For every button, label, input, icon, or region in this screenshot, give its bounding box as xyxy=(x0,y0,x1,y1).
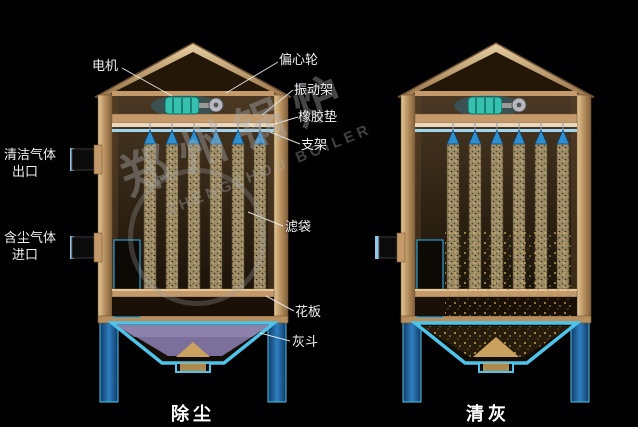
leader-line-rubber-pad xyxy=(267,116,299,127)
leader-line-tube-sheet xyxy=(265,295,295,312)
leader-line-motor xyxy=(121,67,173,97)
hopper-dust-mound xyxy=(176,342,210,357)
hopper-dust-mound xyxy=(473,337,519,357)
label-filter-bag: 滤袋 xyxy=(285,219,312,234)
label-rubber-pad: 橡胶垫 xyxy=(298,109,338,124)
label-vibration-frame: 振动架 xyxy=(294,82,334,97)
label-bracket: 支架 xyxy=(301,137,328,152)
leader-line-bracket xyxy=(269,131,301,145)
caption-ash-cleaning: 清灰 xyxy=(466,404,510,424)
dusty-gas-inlet-pipe xyxy=(70,232,103,263)
vessel-left xyxy=(70,41,293,404)
caption-dust-collecting: 除尘 xyxy=(171,404,215,424)
label-dusty-gas-line2: 进口 xyxy=(12,247,39,262)
leader-line-filter-bag xyxy=(247,211,284,227)
falling-dust xyxy=(445,230,573,316)
leader-line-ash-hopper xyxy=(259,332,291,342)
label-dusty-gas-line1: 含尘气体 xyxy=(4,230,57,245)
label-clean-gas-line2: 出口 xyxy=(12,164,39,179)
leader-lines xyxy=(121,61,301,342)
vessel-right xyxy=(375,41,596,404)
label-clean-gas-line1: 清洁气体 xyxy=(4,147,57,162)
label-tube-sheet: 花板 xyxy=(295,304,322,319)
label-motor: 电机 xyxy=(92,58,119,73)
inlet-stub-pipe xyxy=(375,232,406,263)
clean-gas-outlet-pipe xyxy=(70,144,103,175)
leader-line-eccentric-wheel xyxy=(225,61,279,94)
leader-line-vibration-frame xyxy=(261,89,294,116)
label-eccentric-wheel: 偏心轮 xyxy=(279,52,319,67)
label-ash-hopper: 灰斗 xyxy=(292,334,319,349)
